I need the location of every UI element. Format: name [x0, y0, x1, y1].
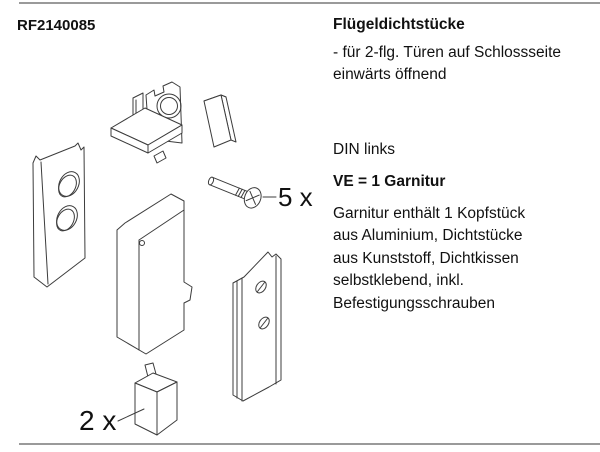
- block-leader-line: [117, 408, 145, 422]
- right-seal-plate-drawing: [232, 251, 282, 402]
- kopfstueck-drawing: [110, 81, 183, 164]
- bottom-seal-block-drawing: [134, 362, 178, 436]
- exploded-parts-diagram: 5 x 2 x: [32, 81, 313, 436]
- bottom-rule: [19, 443, 600, 445]
- product-subtitle-line-1: - für 2-flg. Türen auf Schlossseite: [333, 44, 562, 61]
- left-seal-plate-drawing: [32, 142, 86, 288]
- product-title: Flügeldichtstücke: [333, 16, 465, 33]
- description-line-2: aus Aluminium, Dichtstücke: [333, 227, 523, 245]
- product-code: RF2140085: [17, 17, 96, 34]
- top-rule: [19, 2, 600, 4]
- product-subtitle: - für 2-flg. Türen auf Schlossseite einw…: [333, 42, 561, 86]
- description-line-1: Garnitur enthält 1 Kopfstück: [333, 205, 526, 222]
- din-variant: DIN links: [333, 141, 396, 158]
- packaging-unit: VE = 1 Garnitur: [333, 173, 446, 190]
- seal-pad-drawing: [203, 94, 237, 148]
- screw-qty-label: 5 x: [278, 182, 313, 212]
- center-seal-profile-drawing: [116, 193, 193, 355]
- screw-drawing: [207, 176, 262, 209]
- description-line-4: selbstklebend, inkl.: [333, 272, 464, 290]
- block-qty-label: 2 x: [79, 405, 116, 436]
- description-line-5: Befestigungsschrauben: [333, 294, 496, 312]
- description-line-3: aus Kunststoff, Dichtkissen: [333, 249, 519, 267]
- product-subtitle-line-2: einwärts öffnend: [333, 66, 447, 83]
- product-description: Garnitur enthält 1 Kopfstück aus Alumini…: [333, 203, 525, 315]
